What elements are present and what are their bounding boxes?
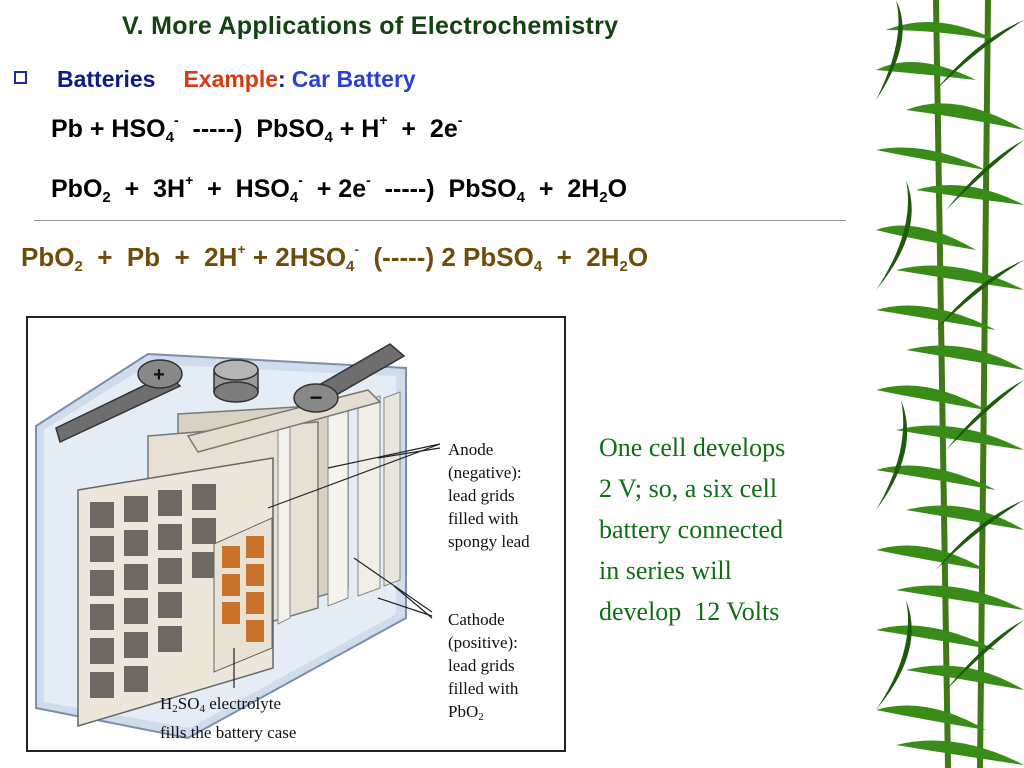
minus-sign-icon: −	[310, 385, 323, 410]
square-bullet-icon	[14, 71, 27, 84]
bamboo-decoration	[876, 0, 1024, 768]
positive-terminal: +	[55, 359, 183, 444]
negative-terminal: −	[293, 343, 406, 413]
example-word: Example	[183, 66, 279, 92]
battery-illustration: + −	[35, 343, 441, 740]
vent-cap	[213, 359, 259, 403]
example-colon: :	[278, 66, 286, 92]
bullet-label: Batteries	[57, 66, 156, 92]
cathode-label: Cathode (positive): lead grids filled wi…	[448, 610, 519, 723]
bullet-batteries: Batteries Example:Car Battery	[14, 66, 416, 93]
anode-label: Anode (negative): lead grids filled with…	[448, 440, 530, 551]
half-reaction-cathode: PbO2 + 3H+ + HSO4- + 2e- -----) PbSO4 + …	[51, 172, 628, 206]
half-reaction-anode: Pb + HSO4- -----) PbSO4 + H+ + 2e-	[51, 112, 463, 146]
cell-voltage-note: One cell develops 2 V; so, a six cell ba…	[599, 433, 786, 626]
battery-diagram: + − Anode (negative): lead grids filled …	[26, 316, 566, 752]
front-grid-plate	[77, 457, 274, 728]
label-leader-lines	[233, 443, 441, 688]
equation-divider	[34, 220, 846, 221]
overall-reaction: PbO2 + Pb + 2H+ + 2HSO4- (-----) 2 PbSO4…	[21, 241, 649, 275]
plus-sign-icon: +	[153, 364, 165, 386]
example-value: Car Battery	[291, 66, 416, 92]
slide-title: V. More Applications of Electrochemistry	[122, 12, 619, 40]
